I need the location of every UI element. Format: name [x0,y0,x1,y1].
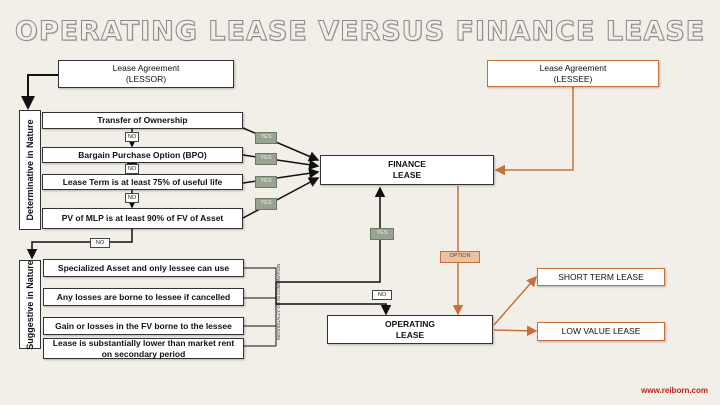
low-value-lease-box: LOW VALUE LEASE [537,322,665,341]
criterion-lease-term: Lease Term is at least 75% of useful lif… [42,174,243,190]
combination-note: INDIVIDUALLY OR IN COMBINATION [276,263,281,341]
yes-tag-3: YES [255,176,277,188]
no-tag-2: NO [125,164,139,174]
operating-line2: LEASE [395,329,425,340]
criterion-pv-mlp: PV of MLP is at least 90% of FV of Asset [42,208,243,229]
lessee-line2: (LESSEE) [553,73,593,84]
indicator-losses-borne: Any losses are borne to lessee if cancel… [43,288,244,306]
short-term-lease-box: SHORT TERM LEASE [537,268,665,286]
yes-tag-1: YES [255,132,277,144]
footer-url: www.reiborn.com [641,386,708,395]
finance-lease-box: FINANCE LEASE [320,155,494,185]
determinative-side-label: Determinative in Nature [19,110,41,230]
no-tag-suggestive: NO [372,290,392,300]
page-title: OPERATING LEASE VERSUS FINANCE LEASE [14,16,706,48]
option-tag: OPTION [440,251,480,263]
no-tag-4: NO [90,238,110,248]
lessee-line1: Lease Agreement [539,62,607,73]
lessor-line2: (LESSOR) [125,74,167,84]
no-tag-1: NO [125,132,139,142]
yes-tag-2: YES [255,153,277,165]
lessee-agreement-box: Lease Agreement (LESSEE) [487,60,659,87]
yes-tag-4: YES [255,198,277,210]
operating-lease-box: OPERATING LEASE [327,315,493,344]
operating-line1: OPERATING [385,318,435,329]
yes-tag-suggestive: YES [370,228,394,240]
no-tag-3: NO [125,193,139,203]
lessor-agreement-box: Lease Agreement (LESSOR) [58,60,234,88]
lessor-line1: Lease Agreement [112,63,180,74]
finance-line1: FINANCE [388,159,426,170]
suggestive-side-label: Suggestive in Nature [19,260,41,349]
indicator-specialized-asset: Specialized Asset and only lessee can us… [43,259,244,277]
criterion-transfer-ownership: Transfer of Ownership [42,112,243,129]
finance-line2: LEASE [392,170,422,180]
criterion-bpo: Bargain Purchase Option (BPO) [42,147,243,163]
indicator-fv-gains: Gain or losses in the FV borne to the le… [43,317,244,335]
indicator-lower-rent: Lease is substantially lower than market… [43,338,244,359]
